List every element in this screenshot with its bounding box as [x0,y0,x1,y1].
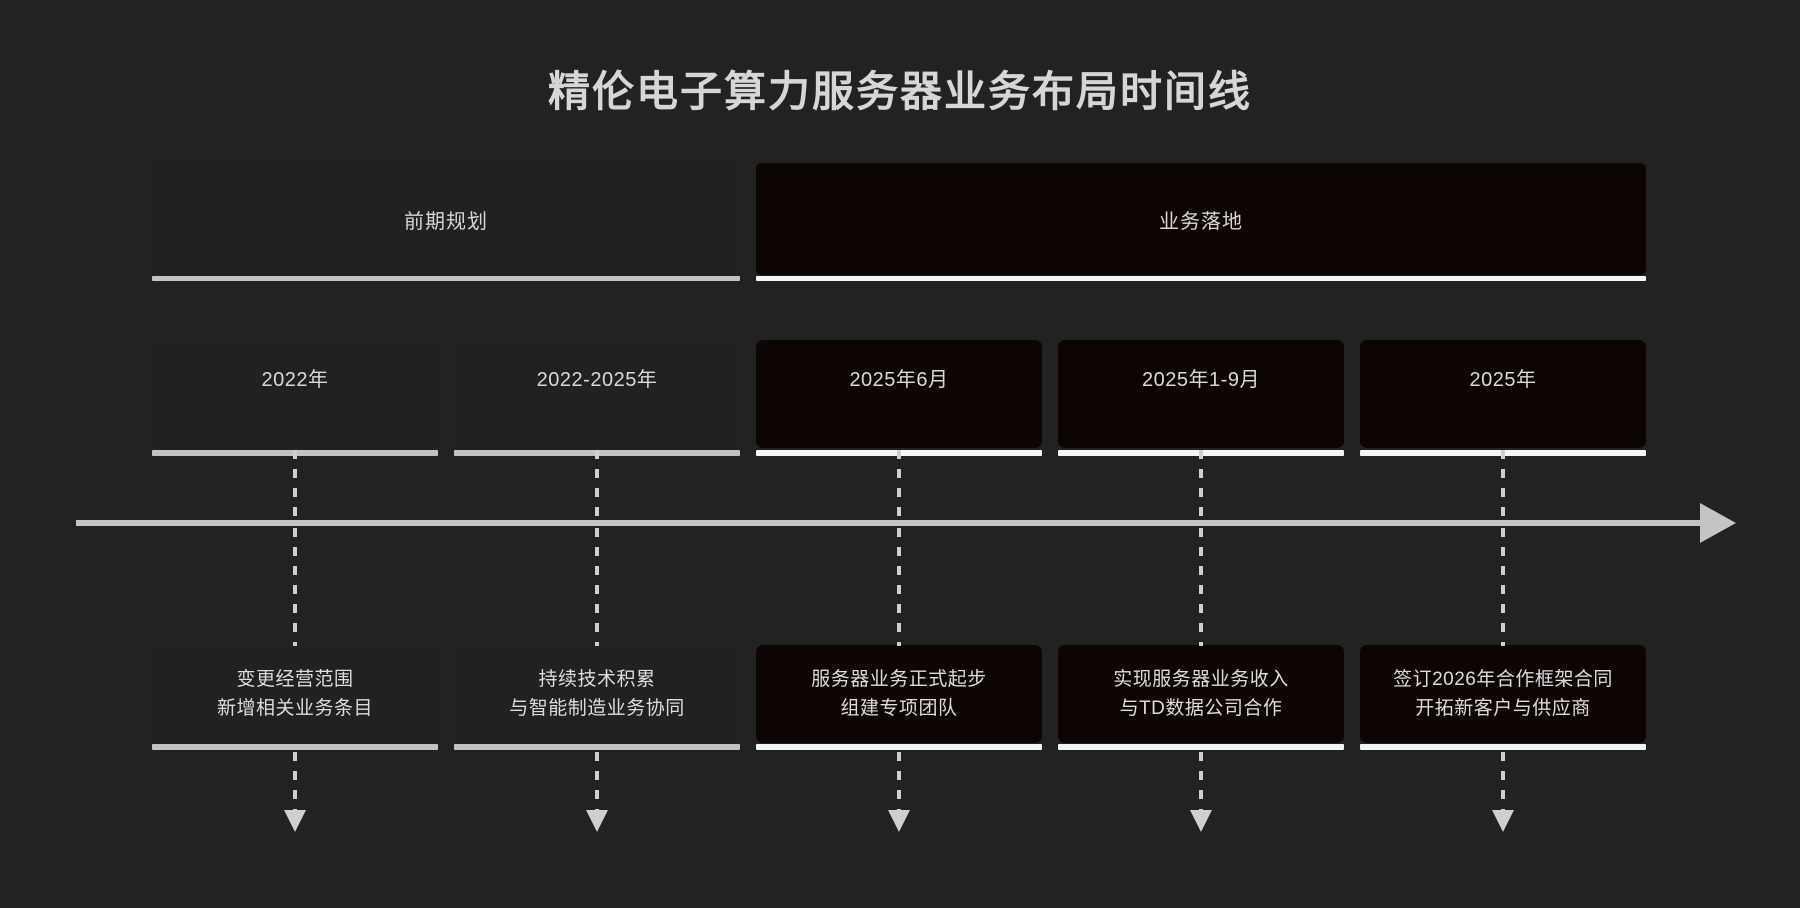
event-underline [152,744,438,750]
date-card: 2025年6月 [756,340,1042,448]
date-label: 2025年1-9月 [1142,369,1260,391]
connector-dashed-5-3 [1501,752,1505,814]
connector-dashed-5-2 [1501,528,1505,646]
milestone-event-1: 变更经营范围新增相关业务条目 [152,645,438,750]
connector-arrow-icon-4 [1190,810,1212,832]
event-line-2: 新增相关业务条目 [216,697,373,719]
page-title: 精伦电子算力服务器业务布局时间线 [547,68,1252,115]
phase-panel [152,163,740,275]
date-label: 2025年6月 [849,369,949,391]
date-label: 2022年 [261,369,329,391]
phase-underline [152,276,740,281]
connector-dashed-3-2 [897,528,901,646]
phase-group-1: 前期规划 [152,163,740,281]
phase-label: 前期规划 [404,210,488,233]
event-underline [454,744,740,750]
connector-arrow-icon-5 [1492,810,1514,832]
timeline-arrow-icon [1700,503,1736,543]
connector-dashed-3-3 [897,752,901,814]
event-underline [1360,744,1646,750]
date-label: 2022-2025年 [536,369,658,391]
phase-group-2: 业务落地 [756,163,1646,281]
date-card: 2022年 [152,340,438,448]
event-underline [1058,744,1344,750]
connector-dashed-5-1 [1501,450,1505,518]
timeline-axis [76,520,1712,526]
event-line-2: 组建专项团队 [840,697,958,719]
event-card: 签订2026年合作框架合同开拓新客户与供应商 [1360,645,1646,743]
event-line-1: 签订2026年合作框架合同 [1393,668,1613,690]
date-card: 2025年 [1360,340,1646,448]
event-card: 变更经营范围新增相关业务条目 [152,645,438,743]
connector-dashed-4-2 [1199,528,1203,646]
event-line-1: 实现服务器业务收入 [1113,668,1289,690]
event-line-2: 开拓新客户与供应商 [1415,697,1591,719]
connector-dashed-2-1 [595,450,599,518]
milestone-date-2: 2022-2025年 [454,340,740,456]
milestone-event-row: 变更经营范围新增相关业务条目持续技术积累与智能制造业务协同服务器业务正式起步组建… [152,645,1646,750]
connector-arrow-icon-3 [888,810,910,832]
connector-dashed-2-3 [595,752,599,814]
event-card: 服务器业务正式起步组建专项团队 [756,645,1042,743]
phase-panel [756,163,1646,275]
phase-band: 前期规划 业务落地 [152,163,1646,281]
connector-dashed-1-1 [293,450,297,518]
connector-dashed-1-3 [293,752,297,814]
date-card: 2022-2025年 [454,340,740,448]
event-underline [756,744,1042,750]
milestone-date-1: 2022年 [152,340,438,456]
milestone-date-5: 2025年 [1360,340,1646,456]
event-line-2: 与TD数据公司合作 [1119,697,1283,719]
date-label: 2025年 [1469,369,1537,391]
phase-label: 业务落地 [1159,210,1243,233]
event-line-1: 变更经营范围 [236,668,354,690]
milestone-event-2: 持续技术积累与智能制造业务协同 [454,645,740,750]
milestone-date-3: 2025年6月 [756,340,1042,456]
connector-dashed-1-2 [293,528,297,646]
connector-dashed-3-1 [897,450,901,518]
event-card: 实现服务器业务收入与TD数据公司合作 [1058,645,1344,743]
milestone-date-4: 2025年1-9月 [1058,340,1344,456]
milestone-date-row: 2022年 2022-2025年 2025年6月 2025年1-9月 2025年 [152,340,1646,456]
connector-dashed-4-1 [1199,450,1203,518]
milestone-event-3: 服务器业务正式起步组建专项团队 [756,645,1042,750]
connector-dashed-2-2 [595,528,599,646]
connector-arrow-icon-1 [284,810,306,832]
date-card: 2025年1-9月 [1058,340,1344,448]
event-line-2: 与智能制造业务协同 [509,697,685,719]
milestone-event-5: 签订2026年合作框架合同开拓新客户与供应商 [1360,645,1646,750]
connector-dashed-4-3 [1199,752,1203,814]
event-card: 持续技术积累与智能制造业务协同 [454,645,740,743]
phase-underline [756,276,1646,281]
event-line-1: 持续技术积累 [538,668,656,690]
connector-arrow-icon-2 [586,810,608,832]
event-line-1: 服务器业务正式起步 [811,668,987,690]
milestone-event-4: 实现服务器业务收入与TD数据公司合作 [1058,645,1344,750]
